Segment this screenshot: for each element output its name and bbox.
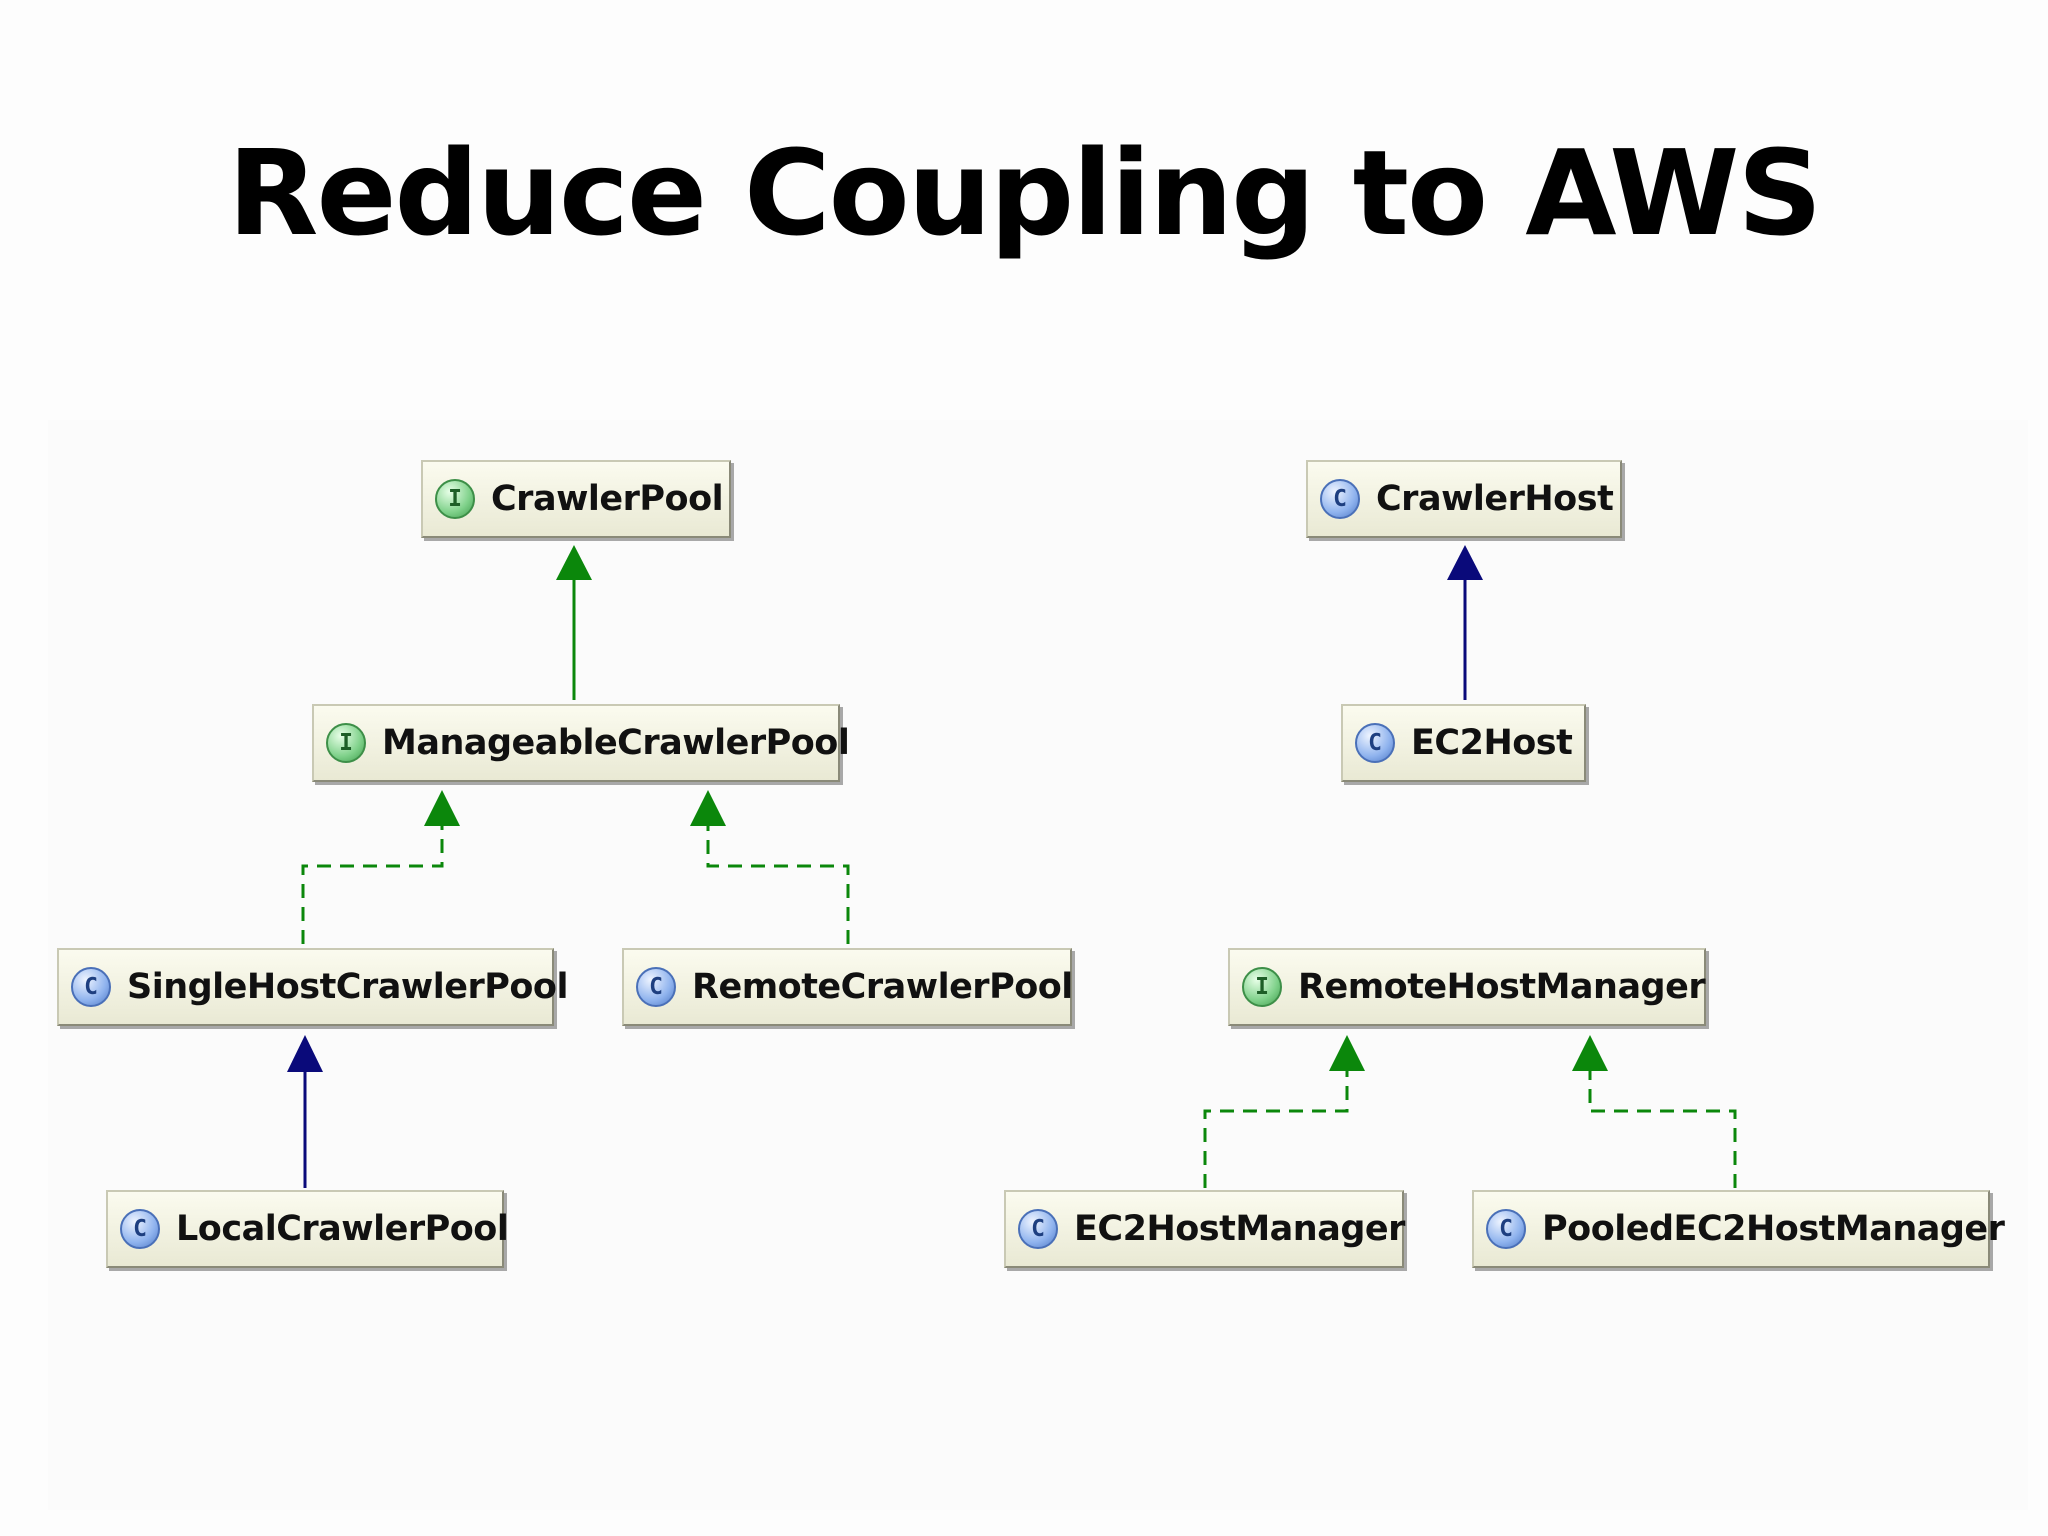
class-icon: C: [71, 967, 111, 1007]
class-icon: C: [1355, 723, 1395, 763]
node-manageable-crawler-pool[interactable]: I ManageableCrawlerPool: [312, 704, 850, 782]
node-remote-crawler-pool[interactable]: C RemoteCrawlerPool: [622, 948, 1073, 1026]
interface-icon: I: [326, 723, 366, 763]
node-remote-host-manager[interactable]: I RemoteHostManager: [1228, 948, 1706, 1026]
node-label: RemoteCrawlerPool: [692, 967, 1073, 1007]
edge-ec2hostmanager-to-remotehostmanager: [1203, 1035, 1365, 1188]
interface-icon: I: [1242, 967, 1282, 1007]
edge-ec2host-to-crawlerhost: [1447, 545, 1483, 700]
node-label: CrawlerHost: [1376, 479, 1614, 519]
edge-local-to-singlehost: [287, 1035, 323, 1188]
node-crawler-host[interactable]: C CrawlerHost: [1306, 460, 1622, 538]
node-pooled-ec2-host-manager[interactable]: C PooledEC2HostManager: [1472, 1190, 2005, 1268]
node-label: EC2Host: [1411, 723, 1573, 763]
class-icon: C: [1320, 479, 1360, 519]
edge-manageable-to-crawlerpool: [556, 545, 592, 700]
edge-remote-to-manageable: [690, 790, 850, 944]
node-label: RemoteHostManager: [1298, 967, 1706, 1007]
node-label: EC2HostManager: [1074, 1209, 1405, 1249]
node-label: SingleHostCrawlerPool: [127, 967, 568, 1007]
edge-pooled-to-remotehostmanager: [1572, 1035, 1737, 1188]
class-icon: C: [120, 1209, 160, 1249]
node-label: CrawlerPool: [491, 479, 724, 519]
class-icon: C: [1486, 1209, 1526, 1249]
class-icon: C: [1018, 1209, 1058, 1249]
node-crawler-pool[interactable]: I CrawlerPool: [421, 460, 731, 538]
node-label: PooledEC2HostManager: [1542, 1209, 2005, 1249]
class-icon: C: [636, 967, 676, 1007]
node-ec2-host[interactable]: C EC2Host: [1341, 704, 1586, 782]
node-ec2-host-manager[interactable]: C EC2HostManager: [1004, 1190, 1405, 1268]
node-local-crawler-pool[interactable]: C LocalCrawlerPool: [106, 1190, 509, 1268]
node-label: ManageableCrawlerPool: [382, 723, 850, 763]
node-single-host-crawler-pool[interactable]: C SingleHostCrawlerPool: [57, 948, 568, 1026]
node-label: LocalCrawlerPool: [176, 1209, 509, 1249]
edge-singlehost-to-manageable: [301, 790, 460, 944]
slide-title: Reduce Coupling to AWS: [227, 124, 1823, 262]
interface-icon: I: [435, 479, 475, 519]
